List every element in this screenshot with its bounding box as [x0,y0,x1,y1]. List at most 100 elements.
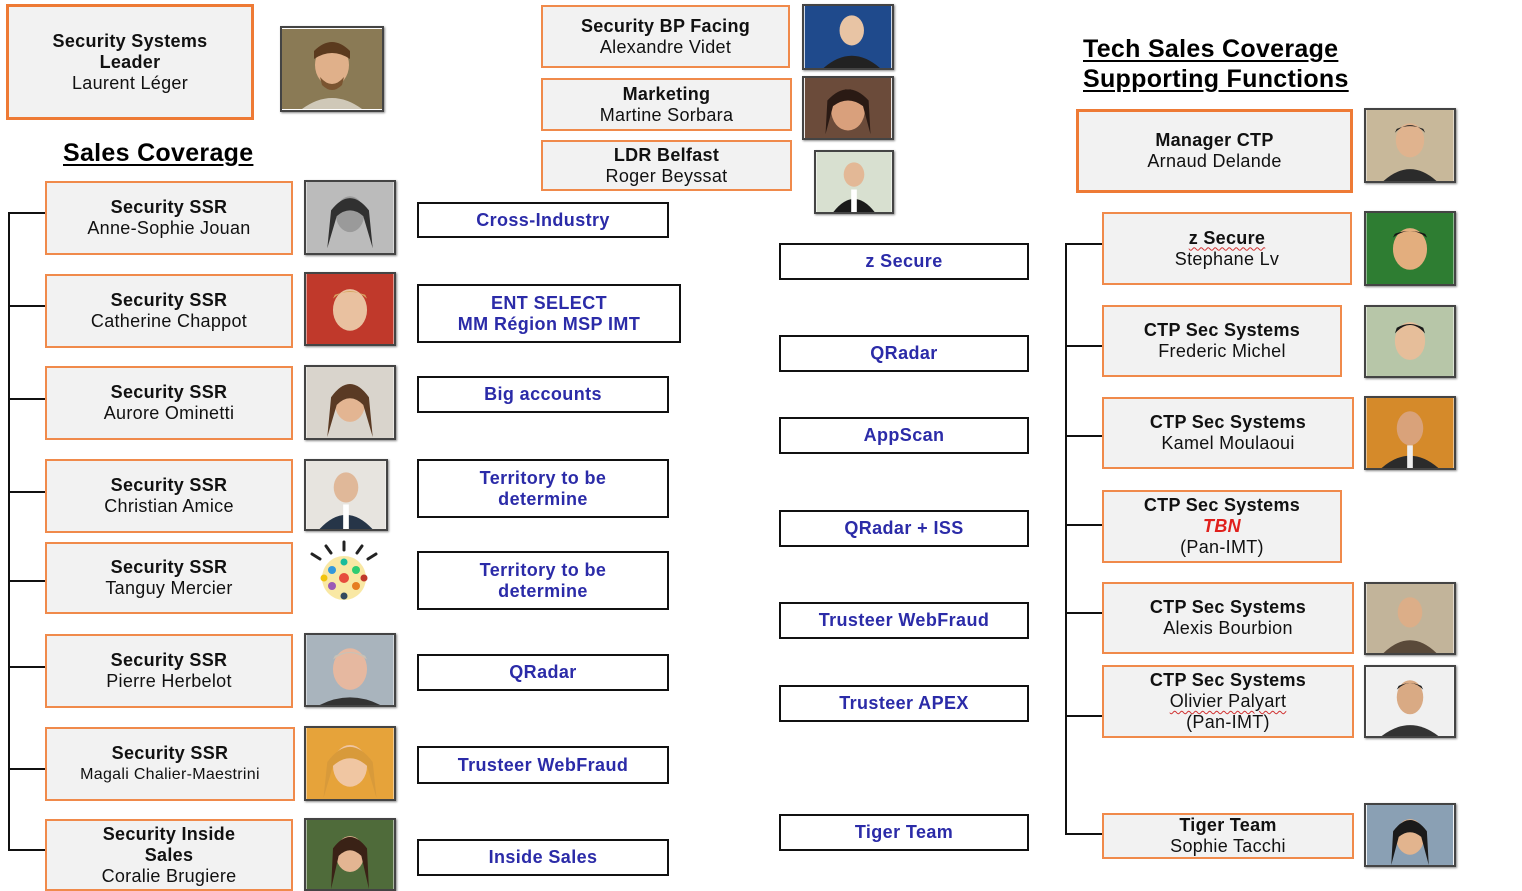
sales-title-4: Security SSR [110,475,228,495]
support-box-1: z Secure Stephane Lv [1102,212,1352,285]
product-text-7: Tiger Team [854,822,954,842]
marketing-name: Martine Sorbara [599,104,734,125]
sales-branch-7 [8,768,46,770]
sales-branch-5 [8,580,46,582]
sales-box-3: Security SSR Aurore Ominetti [45,366,293,440]
support-box-6: CTP Sec Systems Olivier Palyart (Pan-IMT… [1102,665,1354,738]
sales-photo-3 [304,365,396,440]
sales-name-6: Pierre Herbelot [106,671,232,691]
sales-coverage-heading: Sales Coverage [63,139,254,167]
sales-tree-trunk [8,212,10,850]
sales-box-4: Security SSR Christian Amice [45,459,293,533]
sales-name-4: Christian Amice [104,496,234,516]
bp-facing-name: Alexandre Videt [599,36,732,57]
support-title-4: CTP Sec Systems [1143,495,1301,515]
product-box-3: AppScan [779,417,1029,454]
support-name-3: Kamel Moulaoui [1161,433,1295,453]
sales-title-1: Security SSR [110,197,228,217]
sales-branch-4 [8,491,46,493]
marketing-photo [802,76,894,140]
support-name-2: Frederic Michel [1158,341,1286,361]
leader-photo [280,26,384,112]
territory-box-2: ENT SELECT MM Région MSP IMT [417,284,681,343]
product-text-1: z Secure [865,251,943,271]
ldr-belfast-photo [814,150,894,214]
support-branch-5 [1065,612,1103,614]
sales-box-7: Security SSR Magali Chalier-Maestrini [45,727,295,801]
bp-facing-title: Security BP Facing [580,15,751,36]
support-branch-2 [1065,345,1103,347]
sales-title-6: Security SSR [110,650,228,670]
support-heading-line2: Supporting Functions [1083,65,1349,93]
bp-facing-photo [802,4,894,70]
territory-box-7: Trusteer WebFraud [417,746,669,784]
support-name-1: Stephane Lv [1174,248,1280,269]
sales-name-3: Aurore Ominetti [103,403,235,423]
sales-branch-8 [8,849,46,851]
sales-box-2: Security SSR Catherine Chappot [45,274,293,348]
support-name-5: Alexis Bourbion [1163,618,1293,638]
territory-text-4b: determine [498,488,588,509]
sales-branch-3 [8,398,46,400]
territory-text-7: Trusteer WebFraud [457,754,629,775]
support-branch-4 [1065,524,1103,526]
bp-facing-box: Security BP Facing Alexandre Videt [541,5,790,68]
territory-text-6: QRadar [509,662,577,682]
territory-box-3: Big accounts [417,376,669,413]
support-title-3: CTP Sec Systems [1149,412,1307,432]
support-heading-line1: Tech Sales Coverage [1083,35,1339,63]
product-box-6: Trusteer APEX [779,685,1029,722]
support-name-6: Olivier Palyart [1169,691,1287,711]
support-photo-5 [1364,582,1456,655]
territory-text-4a: Territory to be [479,467,607,488]
sales-title-8a: Security Inside [102,823,236,844]
sales-name-8: Coralie Brugiere [101,865,237,886]
sales-title-5: Security SSR [110,557,228,577]
sales-box-5: Security SSR Tanguy Mercier [45,542,293,614]
product-box-1: z Secure [779,243,1029,280]
support-photo-3 [1364,396,1456,470]
sales-branch-2 [8,305,46,307]
sales-box-8: Security Inside Sales Coralie Brugiere [45,819,293,891]
support-box-3: CTP Sec Systems Kamel Moulaoui [1102,397,1354,469]
product-box-4: QRadar + ISS [779,510,1029,547]
support-title-7: Tiger Team [1179,815,1277,835]
product-text-4: QRadar + ISS [844,518,964,538]
territory-text-1: Cross-Industry [476,209,610,230]
sales-photo-5-network-icon [304,540,384,606]
sales-box-6: Security SSR Pierre Herbelot [45,634,293,708]
support-name-7: Sophie Tacchi [1170,836,1286,856]
marketing-box: Marketing Martine Sorbara [541,78,792,131]
territory-box-6: QRadar [417,654,669,691]
sales-title-3: Security SSR [110,382,228,402]
product-box-7: Tiger Team [779,814,1029,851]
support-tree-trunk [1065,243,1067,835]
product-box-2: QRadar [779,335,1029,372]
support-extra-6: (Pan-IMT) [1186,712,1270,732]
support-branch-3 [1065,435,1103,437]
support-extra-4: (Pan-IMT) [1180,537,1264,557]
support-title-1: z Secure [1188,227,1266,248]
support-title-2: CTP Sec Systems [1143,320,1301,340]
ldr-belfast-title: LDR Belfast [613,144,720,165]
sales-branch-1 [8,212,46,214]
product-text-6: Trusteer APEX [839,693,969,713]
sales-photo-1 [304,180,396,255]
support-box-2: CTP Sec Systems Frederic Michel [1102,305,1342,377]
sales-title-8b: Sales [144,844,194,865]
support-branch-6 [1065,715,1103,717]
manager-ctp-name: Arnaud Delande [1147,151,1282,171]
support-box-5: CTP Sec Systems Alexis Bourbion [1102,582,1354,654]
support-title-6: CTP Sec Systems [1149,670,1307,690]
leader-title: Security Systems Leader [52,30,208,72]
sales-photo-4 [304,459,388,531]
support-box-7: Tiger Team Sophie Tacchi [1102,813,1354,859]
marketing-title: Marketing [622,83,711,104]
manager-ctp-box: Manager CTP Arnaud Delande [1076,109,1353,193]
support-branch-1 [1065,243,1103,245]
support-photo-2 [1364,305,1456,378]
sales-photo-8 [304,818,396,891]
manager-ctp-title: Manager CTP [1155,130,1274,150]
sales-title-2: Security SSR [110,290,228,310]
sales-name-2: Catherine Chappot [90,311,248,331]
